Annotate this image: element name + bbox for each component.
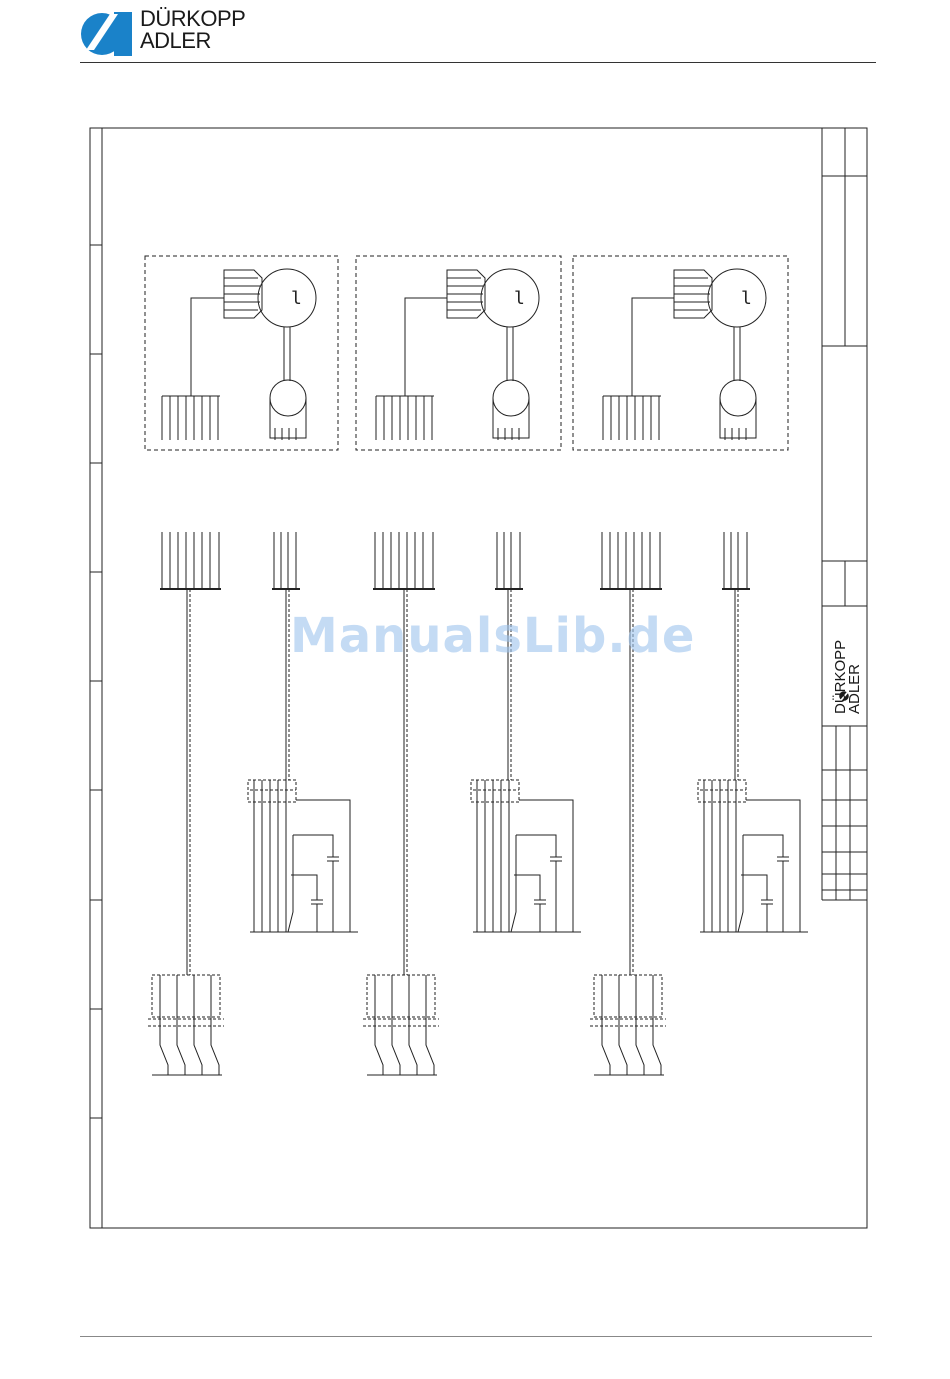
motor-1-icon <box>258 269 316 327</box>
title-block <box>822 128 867 900</box>
plug-group-a <box>160 532 221 975</box>
plug-group-c <box>373 532 435 975</box>
switch-block-1 <box>148 975 224 1075</box>
motor-3-icon <box>708 269 766 327</box>
terminal-block-3 <box>698 780 808 932</box>
terminal-block-1 <box>248 780 358 932</box>
motor-unit-3 <box>573 256 788 450</box>
motor-unit-2 <box>356 256 561 450</box>
plug-group-row <box>160 532 750 975</box>
motor-2-mark: l <box>514 288 525 309</box>
motor-unit-1 <box>145 256 338 450</box>
encoder-2-icon <box>493 380 529 416</box>
encoder-1-icon <box>270 380 306 416</box>
plug-group-f <box>722 532 750 780</box>
motor-2-icon <box>481 269 539 327</box>
terminal-block-2 <box>471 780 581 932</box>
motor-3-mark: l <box>741 288 752 309</box>
switch-block-2 <box>363 975 439 1075</box>
encoder-3-icon <box>720 380 756 416</box>
frame-zone-ticks <box>90 245 102 1118</box>
switch-block-3 <box>590 975 666 1075</box>
plug-group-e <box>600 532 662 975</box>
title-block-brand-line-2: ADLER <box>848 614 862 714</box>
watermark: ManualsLib.de <box>290 608 695 664</box>
title-block-brand: DÜRKOPP ADLER <box>834 614 862 714</box>
motor-1-mark: l <box>291 288 302 309</box>
footer-rule <box>80 1336 872 1337</box>
